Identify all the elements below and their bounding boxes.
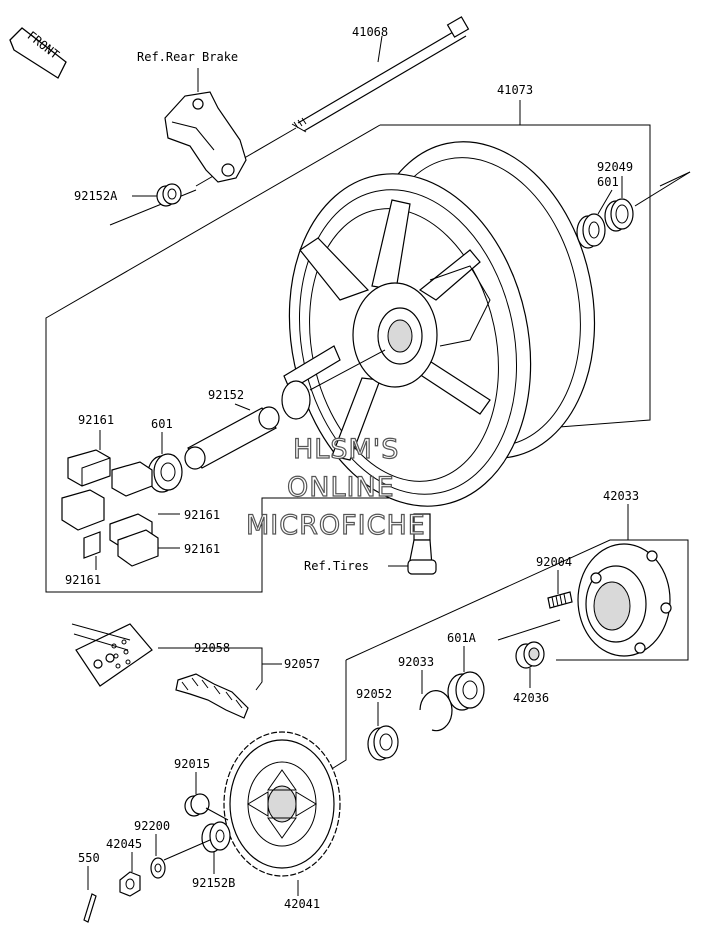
- label-41068: 41068: [352, 25, 388, 39]
- label-92161-d: 92161: [65, 573, 101, 587]
- brake-bracket: [164, 91, 247, 183]
- bearing-601A: [447, 671, 485, 711]
- sprocket-hub-42033: [577, 543, 672, 657]
- collar-92152: [184, 406, 280, 470]
- label-92161-c: 92161: [184, 542, 220, 556]
- label-92052: 92052: [356, 687, 392, 701]
- label-42041: 42041: [284, 897, 320, 911]
- label-92152A: 92152A: [74, 189, 118, 203]
- o-ring: [281, 380, 311, 420]
- label-92161-b: 92161: [184, 508, 220, 522]
- rear-wheel-41073: [283, 141, 596, 507]
- label-601-left: 601: [151, 417, 173, 431]
- label-92161-a: 92161: [78, 413, 114, 427]
- watermark-line-3: MICROFICHE: [246, 510, 426, 541]
- label-92057: 92057: [284, 657, 320, 671]
- bearing-601-right: [576, 213, 606, 249]
- label-92152: 92152: [208, 388, 244, 402]
- rear-sprocket-42041: [223, 731, 341, 877]
- nut-42045: [119, 871, 141, 897]
- label-92049: 92049: [597, 160, 633, 174]
- axle-41068: [291, 16, 470, 133]
- label-92004: 92004: [536, 555, 572, 569]
- label-92152B: 92152B: [192, 876, 235, 890]
- collar-92152A: [156, 183, 182, 207]
- front-arrow-icon: FRONT: [9, 27, 67, 79]
- label-ref-rear-brake: Ref.Rear Brake: [137, 50, 238, 64]
- label-601-right: 601: [597, 175, 619, 189]
- label-41073: 41073: [497, 83, 533, 97]
- label-ref-tires: Ref.Tires: [304, 559, 369, 573]
- watermark-line-1: HLSM'S: [293, 434, 399, 465]
- bearing-601-left: [147, 453, 183, 493]
- collar-92152B: [201, 821, 231, 853]
- label-92200: 92200: [134, 819, 170, 833]
- label-92033: 92033: [398, 655, 434, 669]
- nut-92015: [184, 793, 210, 817]
- label-42045: 42045: [106, 837, 142, 851]
- drive-chain-92057: [71, 623, 249, 719]
- label-550: 550: [78, 851, 100, 865]
- label-42036: 42036: [513, 691, 549, 705]
- label-601A: 601A: [447, 631, 477, 645]
- washer-92200: [150, 857, 166, 879]
- label-92015: 92015: [174, 757, 210, 771]
- collar-42036: [515, 641, 545, 669]
- stud-92004: [547, 591, 573, 609]
- label-42033: 42033: [603, 489, 639, 503]
- damper-92161-set: [61, 449, 159, 567]
- circlip-92033: [419, 690, 453, 732]
- seal-92052: [367, 725, 399, 761]
- label-92058: 92058: [194, 641, 230, 655]
- cotter-pin-550: [83, 893, 97, 923]
- tire-valve: [407, 513, 437, 575]
- watermark-line-2: ONLINE: [287, 472, 395, 503]
- seal-92049: [604, 198, 634, 232]
